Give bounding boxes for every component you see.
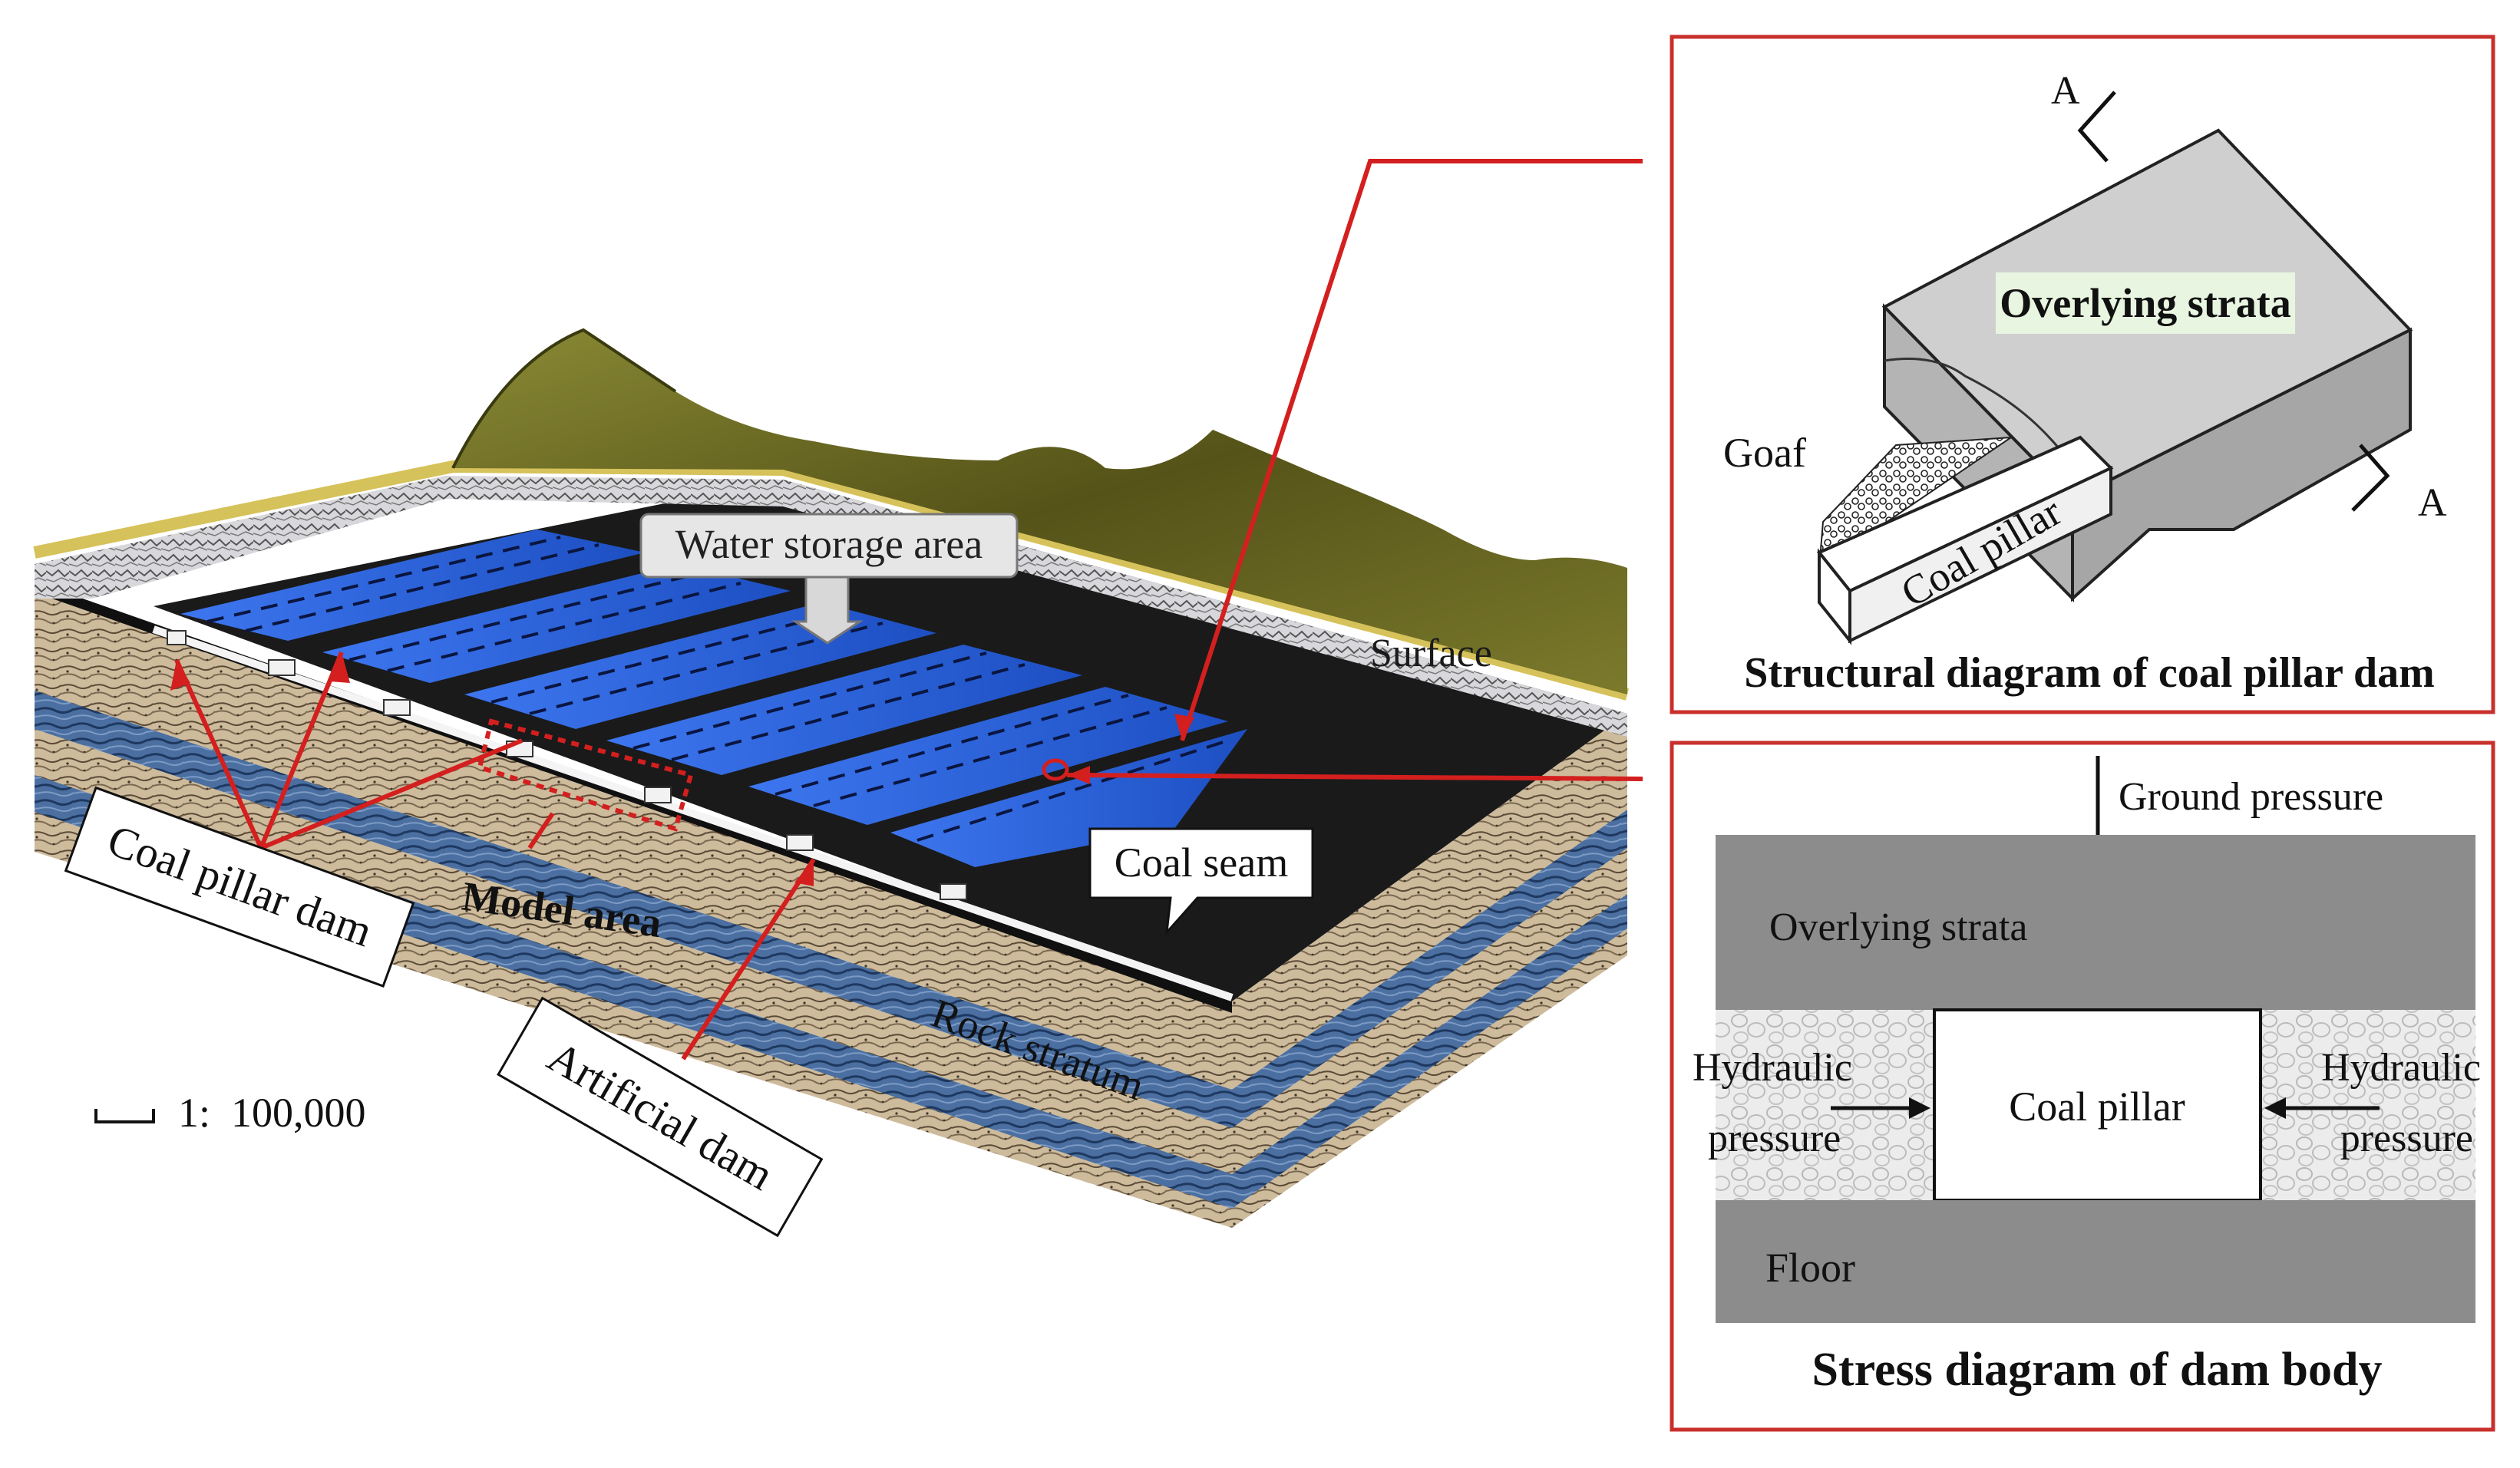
structural-panel: Overlying strata Goaf Coal pillar A A St…	[1670, 35, 2495, 714]
section-mark-top-glyph	[2077, 91, 2116, 163]
stress-caption: Stress diagram of dam body	[1812, 1344, 2383, 1396]
stress-overlying-strata-band	[1716, 835, 2475, 1010]
stress-coal-pillar-box	[1933, 1008, 2262, 1202]
coal-seam-callout: Coal seam	[1088, 827, 1314, 936]
water-storage-label: Water storage area	[675, 521, 983, 567]
hydraulic-right-line1: Hydraulic	[2321, 1046, 2481, 1090]
hydraulic-left-arrowhead	[1909, 1097, 1930, 1119]
coal-seam-label: Coal seam	[1115, 840, 1288, 886]
surface-terrain	[453, 330, 1627, 694]
coal-pillar-bar-side	[1848, 465, 2112, 644]
scale-bar: 1: 100,000	[94, 1090, 366, 1136]
stress-panel: Ground pressure Overlying strata Coal pi…	[1670, 741, 2495, 1432]
structural-overlying-strata-label: Overlying strata	[2000, 280, 2290, 326]
artificial-dam-blocks	[167, 630, 967, 900]
leader-lines	[174, 159, 1643, 1061]
section-mark-bottom: A	[2418, 481, 2447, 525]
leader-arrowheads	[170, 652, 1194, 886]
surface-label: Surface	[1370, 632, 1492, 675]
hydraulic-right-arrowhead	[2264, 1097, 2286, 1119]
front-roadway-line	[152, 625, 1234, 1001]
stress-coal-pillar-label: Coal pillar	[2009, 1084, 2185, 1130]
scale-label: 1: 100,000	[178, 1090, 366, 1136]
overlying-strata-tag	[1996, 272, 2295, 334]
model-point-circle	[1042, 758, 1069, 781]
model-area-box	[477, 718, 694, 832]
water-storage-callout: Water storage area	[639, 513, 1019, 645]
section-mark-bottom-glyph	[2351, 444, 2390, 512]
hydraulic-left-line2: pressure	[1708, 1117, 1841, 1160]
structural-caption: Structural diagram of coal pillar dam	[1744, 649, 2435, 697]
section-mark-top: A	[2051, 69, 2080, 113]
block-diagram: Water storage area Surface Coal seam Roc…	[33, 159, 1643, 1238]
floor-band	[1716, 1200, 2475, 1323]
right-water-zone	[2261, 1010, 2475, 1200]
ground-pressure-label: Ground pressure	[2119, 775, 2383, 819]
stress-overlying-strata-label: Overlying strata	[1769, 906, 2027, 949]
left-water-zone	[1716, 1010, 1934, 1200]
strata-slab-side	[2071, 327, 2412, 602]
floor-label: Floor	[1765, 1245, 1855, 1291]
hydraulic-left-line1: Hydraulic	[1693, 1046, 1852, 1090]
right-strata-face	[1232, 714, 1627, 1228]
goaf-label: Goaf	[1723, 430, 1806, 476]
hydraulic-right-line2: pressure	[2340, 1117, 2473, 1160]
